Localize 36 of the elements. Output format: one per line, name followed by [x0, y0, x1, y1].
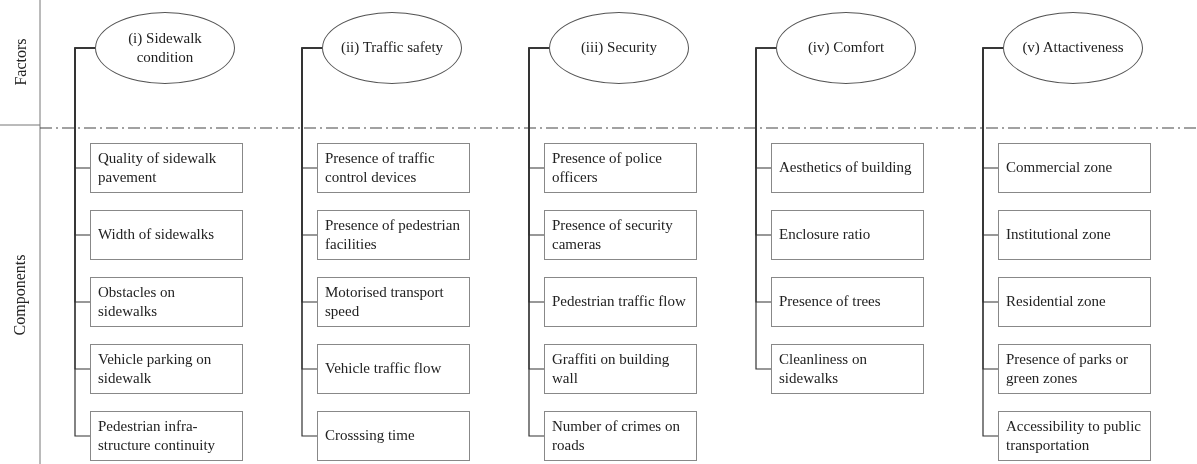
factor-ellipse: (iv) Comfort — [776, 12, 916, 84]
component-box: Presence of traffic control devices — [317, 143, 470, 193]
factor-ellipse: (v) Attactiveness — [1003, 12, 1143, 84]
component-box: Graffiti on building wall — [544, 344, 697, 394]
component-box: Presence of trees — [771, 277, 924, 327]
connector-line — [528, 47, 550, 437]
component-box: Commercial zone — [998, 143, 1151, 193]
component-box: Vehicle traffic flow — [317, 344, 470, 394]
component-box: Presence of security cameras — [544, 210, 697, 260]
component-box: Aesthetics of building — [771, 143, 924, 193]
connector-line — [982, 47, 1004, 437]
connector-line — [74, 47, 96, 437]
connector-line — [301, 47, 323, 437]
row-header: Factors — [11, 38, 30, 86]
component-box: Presence of pedestrian facilities — [317, 210, 470, 260]
component-box: Presence of police officers — [544, 143, 697, 193]
factor-ellipse: (iii) Security — [549, 12, 689, 84]
component-box: Number of crimes on roads — [544, 411, 697, 461]
component-box: Pedestrian traffic flow — [544, 277, 697, 327]
component-box: Accessibility to public transportation — [998, 411, 1151, 461]
component-box: Presence of parks or green zones — [998, 344, 1151, 394]
component-box: Pedestrian infra-structure continuity — [90, 411, 243, 461]
component-box: Quality of sidewalk pavement — [90, 143, 243, 193]
component-box: Cleanliness on sidewalks — [771, 344, 924, 394]
component-box: Crosssing time — [317, 411, 470, 461]
factor-ellipse: (i) Sidewalk condition — [95, 12, 235, 84]
component-box: Residential zone — [998, 277, 1151, 327]
component-box: Institutional zone — [998, 210, 1151, 260]
component-box: Obstacles on sidewalks — [90, 277, 243, 327]
row-header: Components — [10, 254, 29, 336]
component-box: Enclosure ratio — [771, 210, 924, 260]
component-box: Vehicle parking on sidewalk — [90, 344, 243, 394]
connector-line — [755, 47, 777, 370]
component-box: Width of sidewalks — [90, 210, 243, 260]
component-box: Motorised transport speed — [317, 277, 470, 327]
factor-ellipse: (ii) Traffic safety — [322, 12, 462, 84]
